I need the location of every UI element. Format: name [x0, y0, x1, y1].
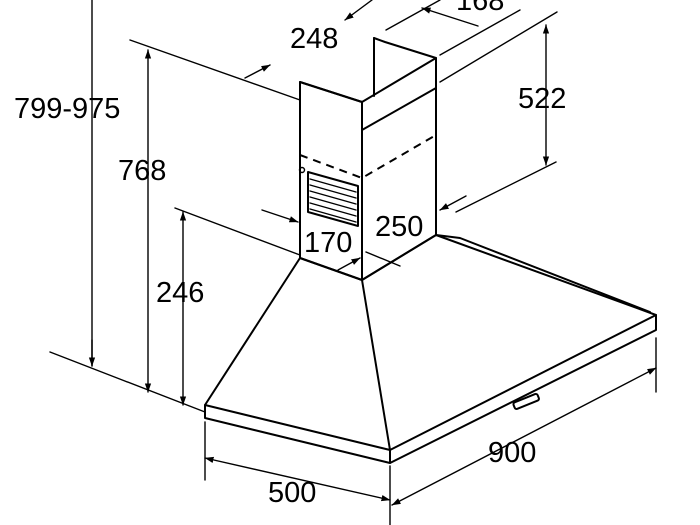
- label-chimney-lower-depth: 170: [304, 227, 352, 259]
- label-chimney-lower-width: 250: [375, 211, 423, 243]
- label-chimney-top-width: 168: [456, 0, 504, 17]
- vent-grille: [307, 171, 359, 227]
- label-total-height: 799-975: [14, 93, 120, 125]
- label-hood-depth: 500: [268, 477, 316, 509]
- chimney: [298, 37, 437, 281]
- label-hood-width: 900: [488, 437, 536, 469]
- label-chimney-top-depth: 248: [290, 23, 338, 55]
- label-height-246: 246: [156, 277, 204, 309]
- label-height-768: 768: [118, 155, 166, 187]
- dimension-lines: [49, 0, 657, 525]
- dimension-labels: 799-975 768 246 248 168 522 250 170 900 …: [14, 0, 566, 509]
- hood-canopy: [204, 234, 657, 464]
- label-upper-chimney-height: 522: [518, 83, 566, 115]
